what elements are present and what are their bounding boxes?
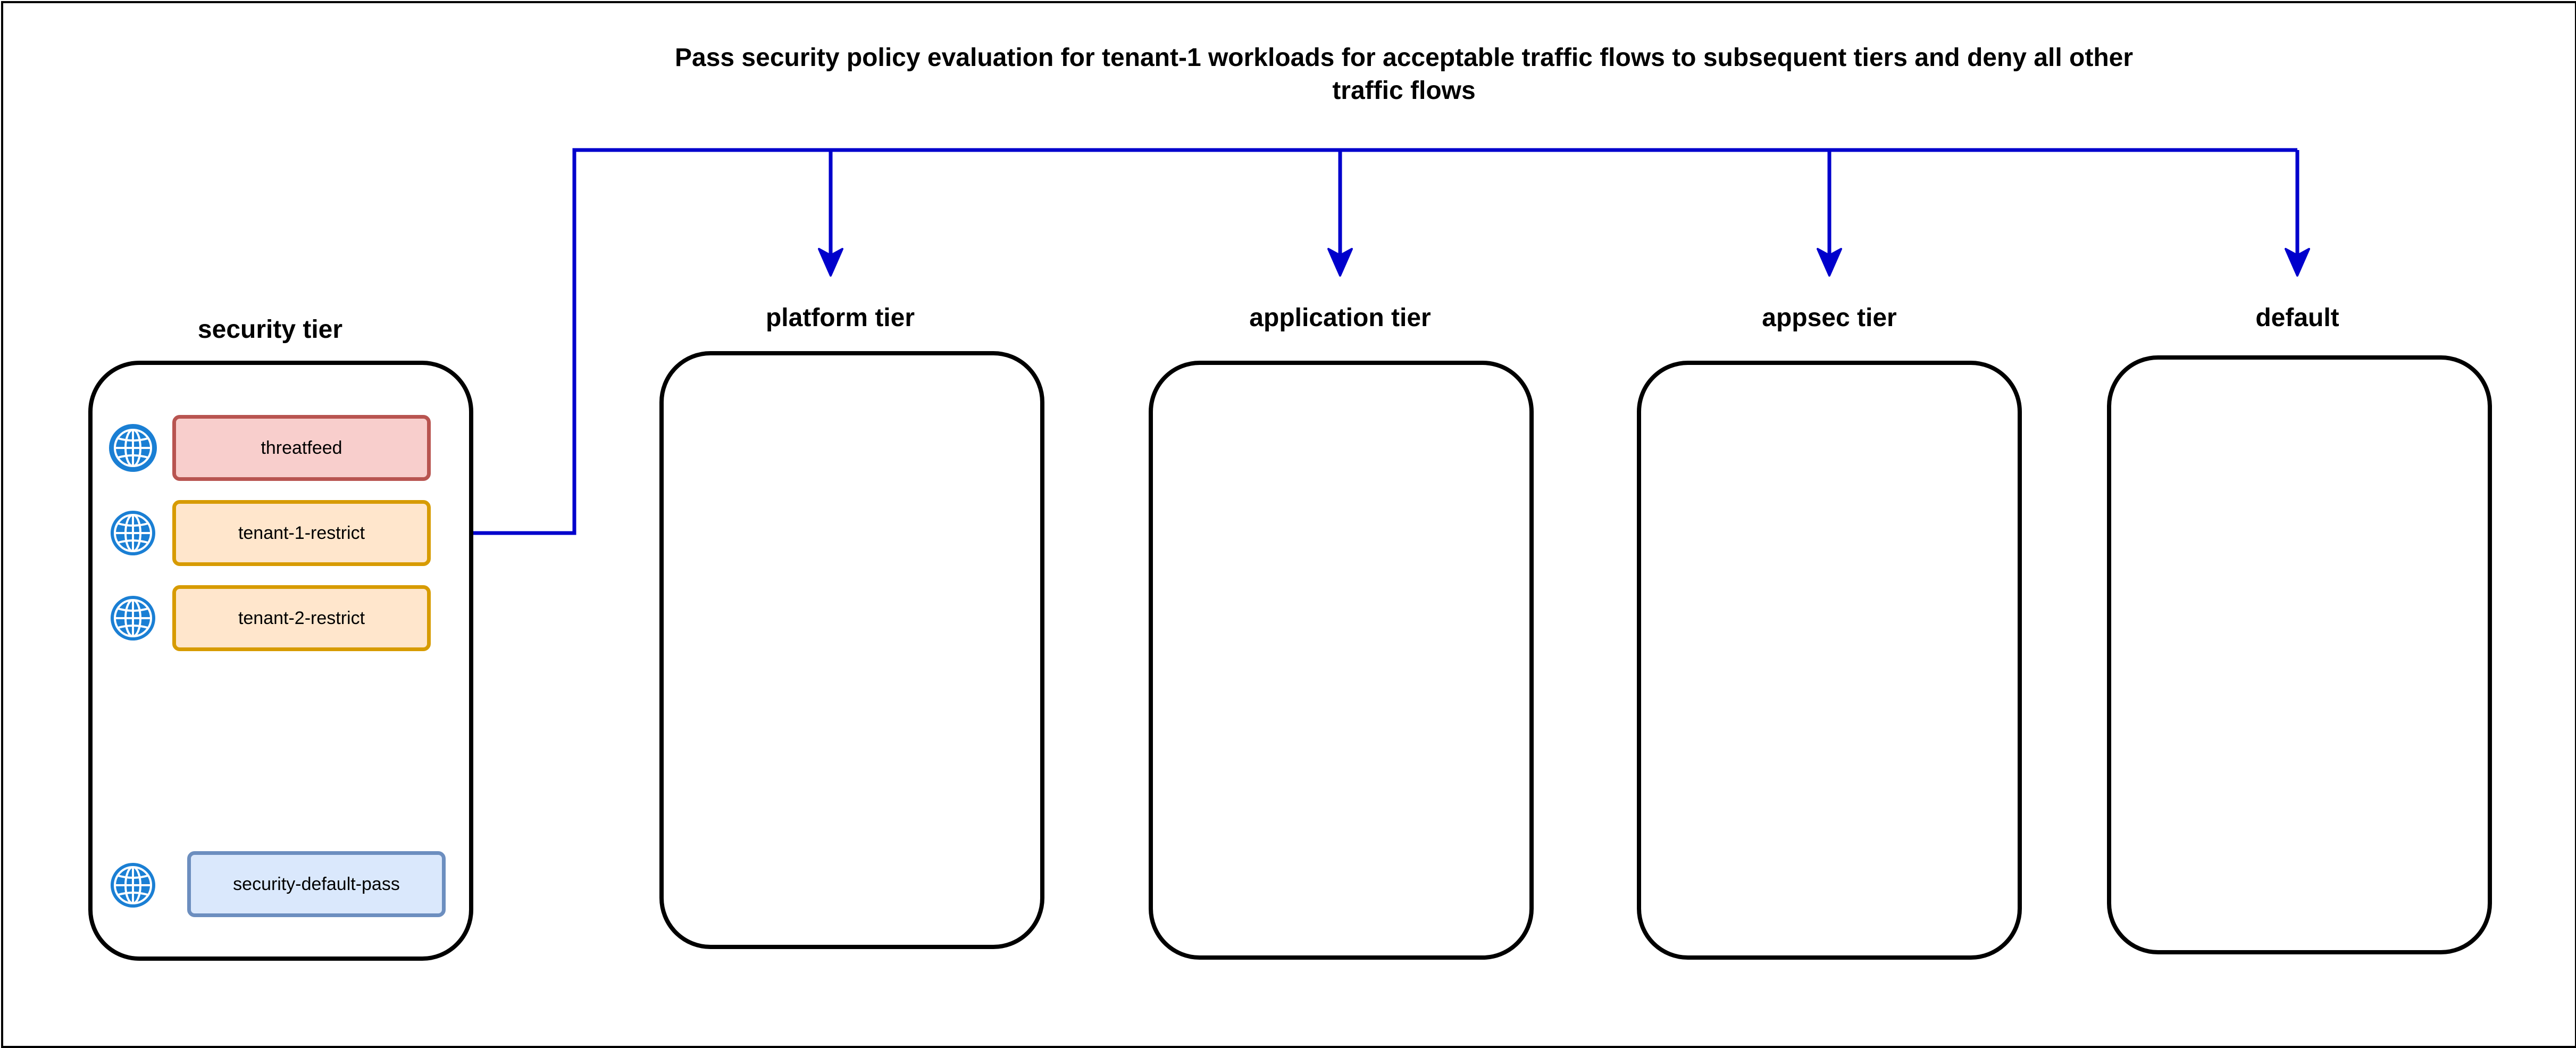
- policy-tenant-2-restrict[interactable]: tenant-2-restrict: [172, 585, 431, 651]
- arrowhead-appsec: [1817, 248, 1842, 277]
- default-tier-container: [2107, 355, 2492, 954]
- security-tier-label: security tier: [197, 315, 343, 344]
- arrowhead-platform: [818, 248, 843, 277]
- arrowhead-default: [2285, 248, 2310, 277]
- platform-tier-container: [659, 351, 1044, 949]
- globe-icon: [111, 596, 155, 641]
- diagram-title: Pass security policy evaluation for tena…: [674, 44, 2134, 105]
- tenant-1-pass-connector: [432, 148, 2297, 535]
- appsec-tier-label: appsec tier: [1762, 304, 1897, 332]
- policy-security-default-pass[interactable]: security-default-pass: [187, 851, 446, 917]
- platform-tier-label: platform tier: [765, 304, 915, 332]
- globe-icon: [111, 863, 155, 908]
- globe-icon: [111, 511, 155, 555]
- globe-icon: [109, 424, 157, 472]
- policy-tenant-1-restrict[interactable]: tenant-1-restrict: [172, 500, 431, 566]
- default-tier-label: default: [2255, 304, 2339, 332]
- application-tier-container: [1149, 361, 1534, 960]
- appsec-tier-container: [1637, 361, 2022, 960]
- application-tier-label: application tier: [1249, 304, 1431, 332]
- policy-threatfeed[interactable]: threatfeed: [172, 415, 431, 481]
- arrowhead-application: [1327, 248, 1353, 277]
